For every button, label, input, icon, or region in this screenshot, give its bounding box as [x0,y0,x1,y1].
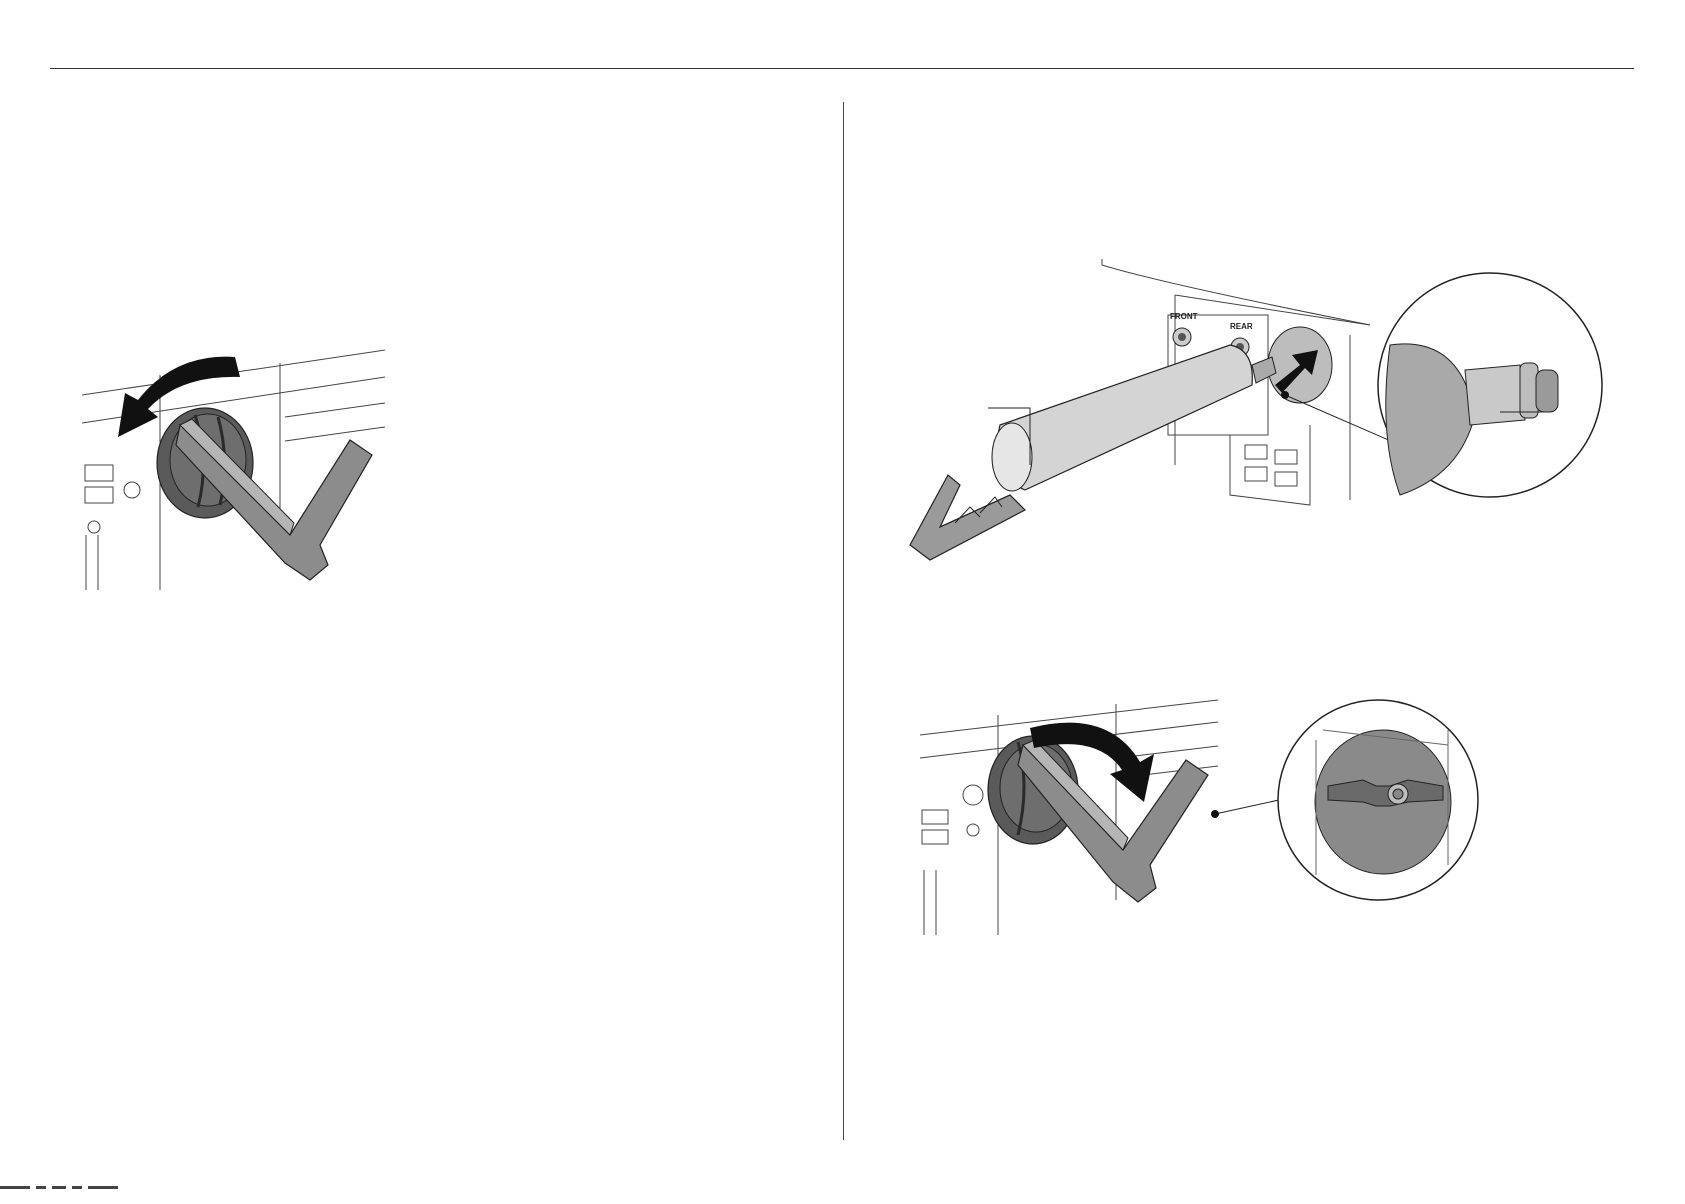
zoom-callout-fitting [1378,273,1602,497]
zoom-callout-cap [1278,700,1478,900]
valve-label-rear: REAR [1230,322,1253,331]
figure-remove-filter-cap [80,345,390,590]
water-filter-cartridge [992,345,1276,491]
valve-front: FRONT [1170,312,1198,346]
callout-leader-2 [1211,798,1288,818]
figure-lock-filter-cap [918,690,1490,935]
footer-mark [0,1186,200,1192]
figure-insert-filter: FRONT REAR [900,255,1620,585]
column-divider [843,102,844,1140]
valve-label-front: FRONT [1170,312,1198,321]
top-rule [50,68,1634,69]
